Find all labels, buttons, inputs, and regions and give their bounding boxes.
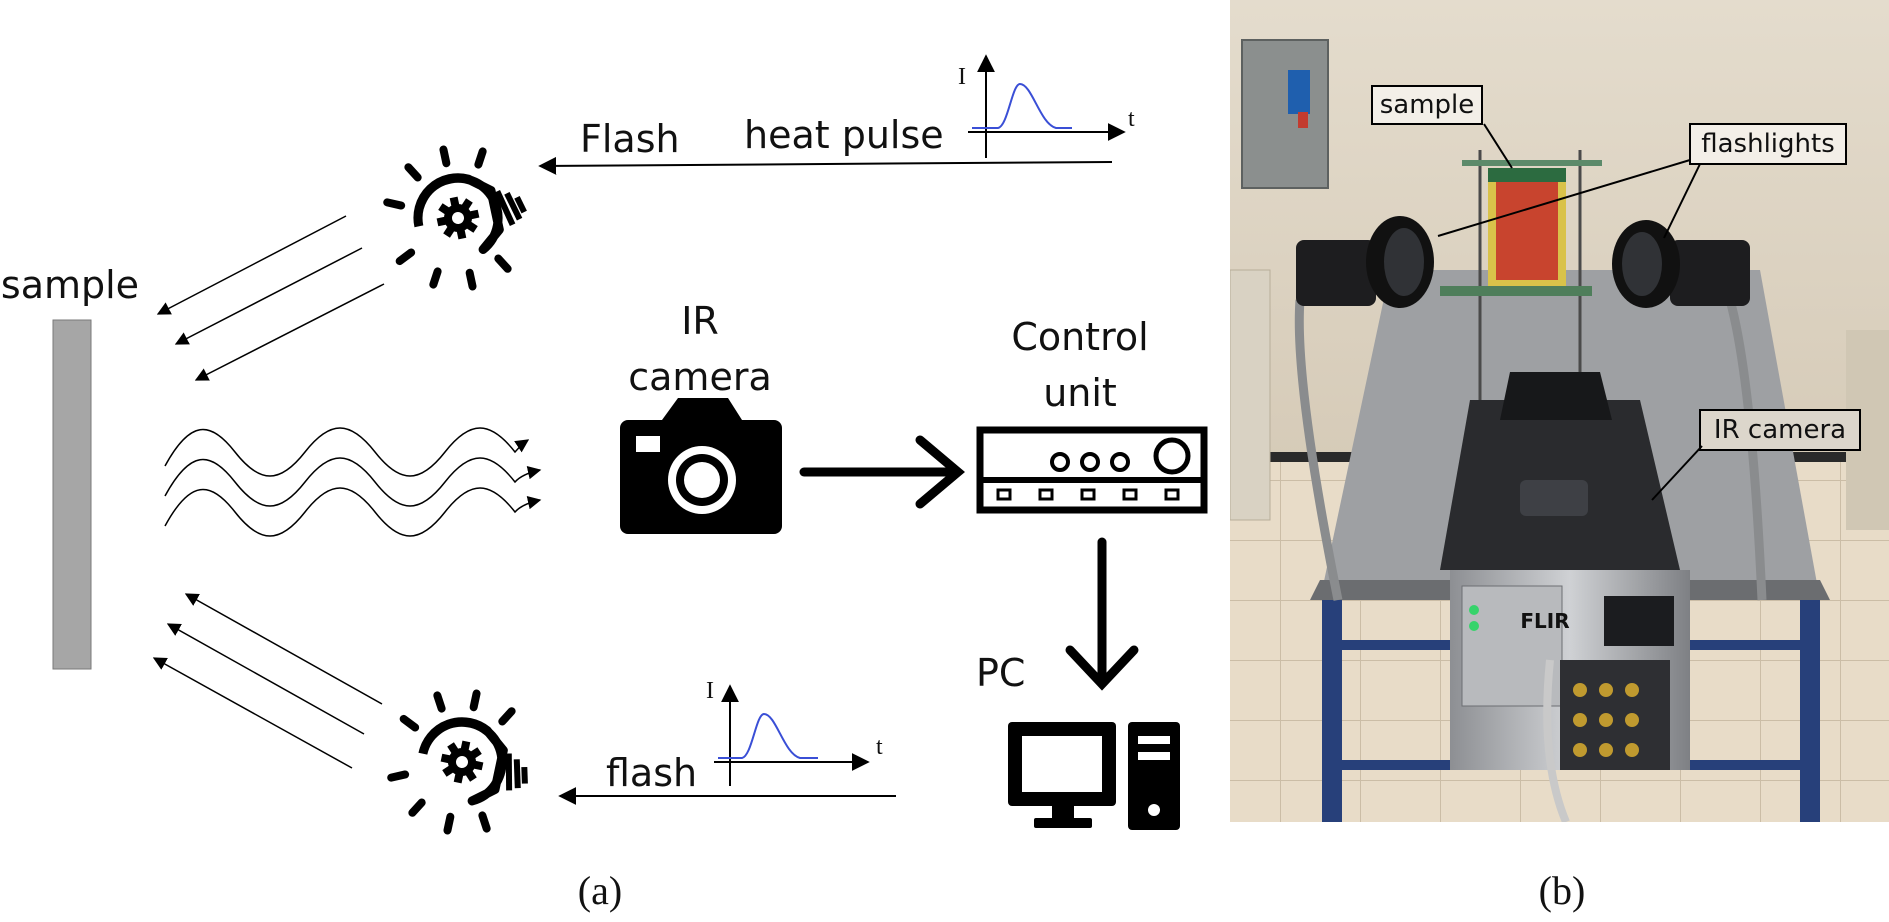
flash-top-label: Flash [580,117,680,161]
top-pulse-plot: I t [958,54,1135,158]
control-unit-label-line1: Control [1011,315,1148,359]
flash-bulb-icon [383,680,541,844]
wall-switch-box [1241,39,1329,189]
panel-a-schematic: sample Flash heat pulse I t [1,54,1208,913]
desktop-pc-icon [1008,722,1180,830]
ir-camera-label-line1: IR [681,299,719,343]
photo-annotation-ir-camera: IR camera [1651,409,1861,501]
photo-label-ir-camera: IR camera [1714,415,1846,445]
photo-label-flashlights: flashlights [1701,129,1835,159]
photo-annotation-sample: sample [1371,85,1513,169]
control-unit-label-line2: unit [1043,371,1117,415]
control-unit-icon [976,426,1208,514]
thermal-waves [164,427,542,537]
flir-brand-label: FLIR [1520,609,1569,633]
bottom-pulse-plot: I t [706,678,883,786]
photo-annotation-flashlights: flashlights [1437,123,1847,239]
control-to-pc-arrow [1065,537,1139,691]
heat-pulse-label: heat pulse [744,113,944,157]
camera-icon [620,398,782,534]
panel-a-caption: (a) [578,868,622,913]
ir-camera-label-line2: camera [628,355,771,399]
flashlight-left [1294,216,1434,601]
sample-frame [1440,150,1602,400]
panel-b-photo: FLIR sample flashlights IR camera (b) [1230,0,1889,913]
incident-light-rays-bottom [152,593,383,769]
incident-light-rays-top [156,215,385,381]
pc-label: PC [976,651,1025,695]
sample-bar [52,319,92,670]
ir-camera-device: FLIR [1440,372,1690,822]
sample-label: sample [1,263,139,307]
panel-b-caption: (b) [1539,868,1586,913]
flash-bottom-label: flash [606,751,697,795]
photo-label-sample: sample [1380,90,1475,120]
flash-bulb-icon [379,136,537,300]
top-pulse-x-axis-label: t [1128,106,1135,132]
bottom-pulse-y-axis-label: I [706,678,714,704]
bottom-pulse-x-axis-label: t [876,734,883,760]
top-heat-pulse-arrow [538,156,1113,175]
top-pulse-y-axis-label: I [958,64,966,90]
camera-to-control-arrow [799,435,965,509]
